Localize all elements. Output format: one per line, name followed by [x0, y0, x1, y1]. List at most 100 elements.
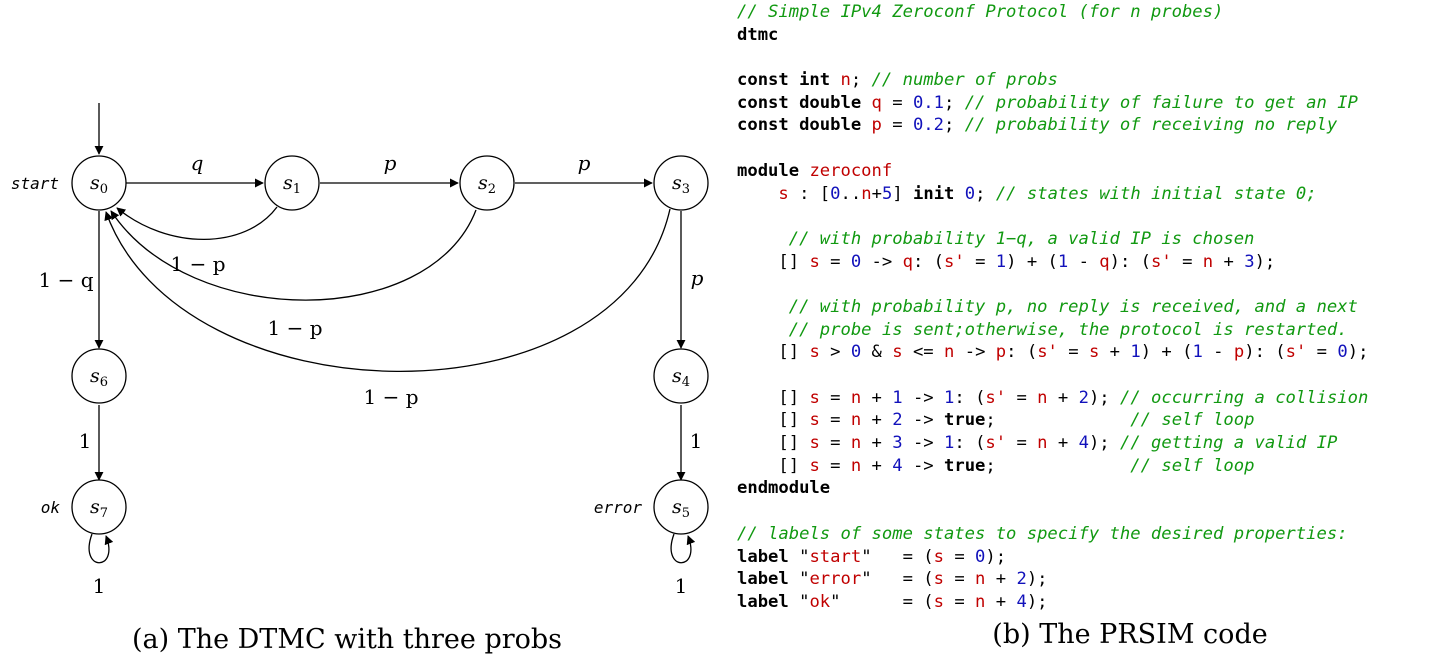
- code-token: s: [809, 251, 820, 272]
- code-token: ..: [840, 183, 862, 204]
- label-s3-s0: 1 − p: [364, 385, 419, 409]
- code-token: =: [819, 433, 851, 454]
- code-token: p: [1233, 342, 1245, 363]
- code-token: 0: [830, 183, 841, 204]
- dtmc-diagram: s0 s1 s2 s3 s4 s5 s6 s7 start ok error q…: [11, 103, 709, 655]
- code-token: : (: [954, 433, 986, 454]
- code-token: s: [933, 546, 944, 567]
- code-token: n: [1037, 387, 1048, 408]
- code-token: label: [737, 591, 800, 612]
- state-s3: s3: [653, 155, 709, 211]
- code-token: ;: [985, 455, 1131, 476]
- code-line: [737, 137, 1368, 160]
- code-token: ": [799, 546, 810, 567]
- code-token: );: [1026, 569, 1048, 590]
- label-s2-s3: p: [578, 151, 591, 175]
- code-token: []: [737, 410, 810, 431]
- code-line: // with probability p, no reply is recei…: [737, 296, 1368, 319]
- code-token: );: [1026, 591, 1048, 612]
- code-token: ;: [985, 410, 1131, 431]
- code-token: );: [1254, 251, 1276, 272]
- code-token: true: [944, 410, 986, 431]
- code-token: q: [902, 251, 913, 272]
- code-token: );: [1088, 387, 1120, 408]
- code-token: zeroconf: [809, 160, 893, 181]
- svg-text:s7: s7: [90, 496, 108, 521]
- code-token: -: [1068, 251, 1100, 272]
- code-token: s: [892, 342, 903, 363]
- code-line: endmodule: [737, 477, 1368, 500]
- label-s3-s4: p: [691, 266, 704, 290]
- code-token: " = (: [830, 591, 934, 612]
- code-line: [737, 205, 1368, 228]
- code-token: 0.2: [912, 115, 944, 136]
- code-token: n: [1037, 433, 1048, 454]
- label-s4-s5: 1: [690, 429, 703, 453]
- code-token: // Simple IPv4 Zeroconf Protocol (for n …: [737, 2, 1224, 22]
- code-token: 1: [1057, 251, 1069, 272]
- code-line: s : [0..n+5] init 0; // states with init…: [737, 183, 1368, 206]
- label-s0-s1: q: [191, 151, 204, 175]
- code-token: =: [1006, 387, 1038, 408]
- code-token: ->: [902, 387, 945, 408]
- code-token: 2: [892, 410, 903, 431]
- code-token: ": [799, 591, 810, 612]
- code-token: 1: [1130, 342, 1141, 363]
- code-token: );: [1088, 433, 1120, 454]
- code-token: const double: [737, 92, 872, 113]
- code-line: [] s > 0 & s <= n -> p: (s' = s + 1) + (…: [737, 341, 1368, 364]
- code-line: [] s = n + 1 -> 1: (s' = n + 2); // occu…: [737, 387, 1368, 410]
- code-token: n: [861, 183, 872, 204]
- code-token: start: [809, 546, 862, 567]
- code-token: : [: [788, 183, 831, 204]
- code-token: s': [1285, 342, 1307, 363]
- code-token: // probability of failure to get an IP: [964, 92, 1358, 113]
- code-token: +: [1213, 251, 1245, 272]
- code-line: label "error" = (s = n + 2);: [737, 568, 1368, 591]
- code-token: s: [1088, 342, 1100, 363]
- code-line: [737, 46, 1368, 69]
- code-token: p: [995, 342, 1007, 363]
- code-token: +: [985, 569, 1017, 590]
- code-token: 1: [995, 251, 1007, 272]
- code-line: [] s = n + 4 -> true; // self loop: [737, 455, 1368, 478]
- code-token: ]: [892, 183, 914, 204]
- code-token: s': [1037, 342, 1058, 363]
- svg-text:s3: s3: [672, 172, 690, 197]
- code-token: []: [737, 433, 810, 454]
- code-line: [737, 273, 1368, 296]
- code-token: 4: [1078, 433, 1089, 454]
- code-token: : (: [1006, 342, 1038, 363]
- code-token: p: [871, 115, 882, 136]
- code-token: 5: [881, 183, 893, 204]
- edge-s2-s0: [110, 209, 477, 301]
- code-token: s: [778, 183, 789, 204]
- code-token: 2: [1016, 569, 1027, 590]
- code-line: // labels of some states to specify the …: [737, 523, 1368, 546]
- code-token: =: [881, 92, 913, 113]
- code-token: ": [799, 569, 810, 590]
- code-token: =: [944, 591, 976, 612]
- code-token: ) + (: [1006, 251, 1058, 272]
- code-line: const double p = 0.2; // probability of …: [737, 114, 1368, 137]
- svg-text:s5: s5: [672, 496, 690, 521]
- code-token: n: [944, 342, 955, 363]
- code-token: true: [944, 455, 986, 476]
- code-token: +: [1047, 433, 1079, 454]
- code-token: n: [850, 410, 862, 431]
- tag-ok: ok: [41, 498, 61, 517]
- label-loop-s7: 1: [93, 574, 106, 598]
- code-token: 2: [1078, 387, 1089, 408]
- code-token: 1: [892, 387, 903, 408]
- label-s0-s6: 1 − q: [39, 268, 94, 292]
- code-token: );: [985, 546, 1007, 567]
- state-s6: s6: [71, 348, 127, 404]
- code-line: [737, 500, 1368, 523]
- svg-text:s1: s1: [283, 172, 301, 197]
- code-token: 4: [892, 455, 903, 476]
- code-token: +: [861, 410, 893, 431]
- code-token: endmodule: [737, 478, 831, 499]
- code-token: dtmc: [737, 24, 779, 45]
- code-token: // getting a valid IP: [1119, 433, 1338, 454]
- code-token: 1: [1192, 342, 1203, 363]
